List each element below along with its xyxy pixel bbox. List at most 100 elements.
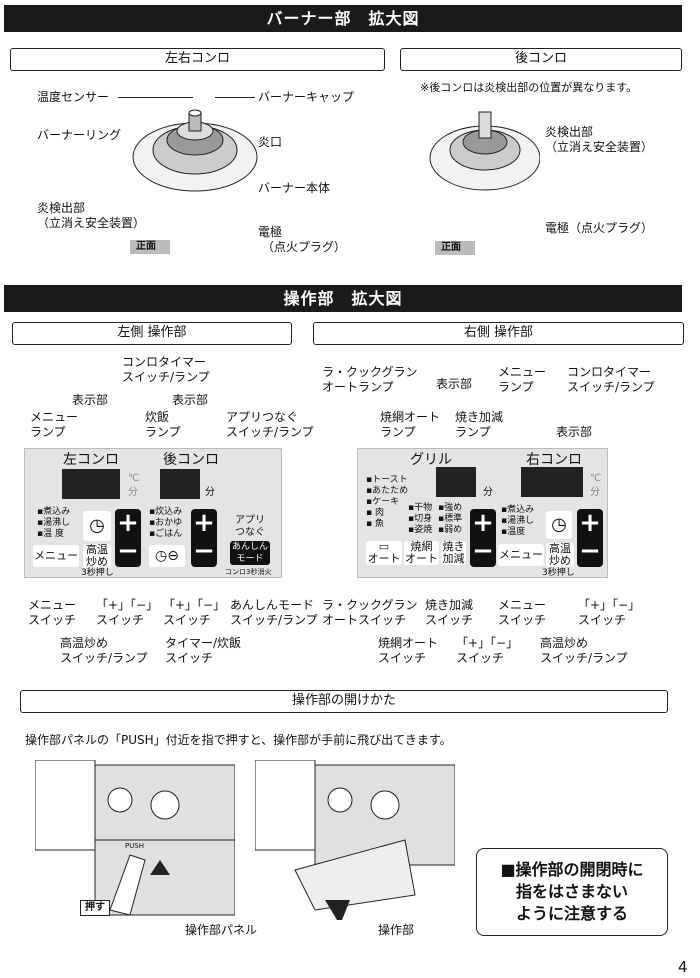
lacook-auto-button[interactable]: ▭オート xyxy=(366,540,402,565)
leader-line xyxy=(215,97,255,98)
rear-front-arrow: 正面 xyxy=(435,241,475,255)
left-timer-lamp-label: コンロタイマースイッチ/ランプ xyxy=(122,355,210,384)
rear-display xyxy=(160,469,200,499)
warning-line: ように注意する xyxy=(515,904,628,923)
rear-label-flame-detector: 炎検出部（立消え安全装置） xyxy=(545,125,654,154)
grill-auto-switch-label: 焼網オートスイッチ xyxy=(378,636,439,665)
opening-title: 操作部の開けかた xyxy=(20,690,668,713)
grill-auto-button[interactable]: 焼網オート xyxy=(404,540,439,565)
minute-unit-rear: 分 xyxy=(205,487,215,498)
label-flame-detector: 炎検出部（立消え安全装置） xyxy=(37,201,146,230)
left-right-burner-title: 左右コンロ xyxy=(10,48,385,71)
grill-display-label: 表示部 xyxy=(436,377,473,391)
doneness-lamp-list: ▪強め▪標準▪弱め xyxy=(438,503,463,535)
label-electrode: 電極 （点火プラグ） xyxy=(258,225,346,254)
right-display-label: 表示部 xyxy=(556,425,593,439)
left-menu-button[interactable]: メニュー xyxy=(33,545,79,567)
right-control-title: 右側 操作部 xyxy=(313,322,684,345)
grill-auto-lamp-label: 焼網オートランプ xyxy=(380,410,441,439)
label-burner-ring: バーナーリング xyxy=(37,128,122,142)
left-high-temp-button[interactable]: 高温炒め xyxy=(83,544,111,568)
opening-instruction: 操作部パネルの「PUSH」付近を指で押すと、操作部が手前に飛び出てきます。 xyxy=(25,733,452,747)
warning-line: 指をはさまない xyxy=(515,882,628,901)
left-rice-lamp-label: 炊飯ランプ xyxy=(145,410,181,439)
lacook-lamp-label: ラ・クックグランオートランプ xyxy=(322,365,418,394)
lacook-switch-label: ラ・クックグランオートスイッチ xyxy=(322,598,418,627)
right-menu-lamp-label: メニューランプ xyxy=(498,365,547,394)
right-high-temp-button[interactable]: 高温炒め xyxy=(546,543,574,567)
right-minute: 分 xyxy=(590,487,600,498)
left-display-label-1: 表示部 xyxy=(72,393,109,407)
grill-display xyxy=(436,467,476,497)
right-celsius: ℃ xyxy=(590,473,602,484)
right-pm-switch-label-1: 「+」「−」スイッチ xyxy=(578,598,641,627)
konro-3sec-label: コンロ3秒消火 xyxy=(225,568,272,576)
app-button[interactable]: アプリつなぐ xyxy=(235,515,265,538)
burner-illustration xyxy=(132,109,258,192)
front-arrow: 正面 xyxy=(130,240,170,254)
right-burner-label: 右コンロ xyxy=(526,452,582,468)
left-menu-lamp-label: メニューランプ xyxy=(30,410,79,439)
right-timer-button[interactable]: ◷ xyxy=(546,511,572,539)
right-control-panel: グリル 分 ▪トースト▪あたため▪ケーキ▪ 肉▪ 魚 ▪干物▪切身▪姿焼 ▪強め… xyxy=(357,448,608,578)
rear-plus-minus-button[interactable]: +− xyxy=(191,509,217,567)
left-control-panel: 左コンロ ℃ 分 ▪煮込み▪湯沸し▪温 度 ◷ +− メニュー 高温炒め 3秒押… xyxy=(24,448,282,578)
timer-rice-button[interactable]: ◷⊖ xyxy=(149,545,185,567)
right-menu-switch-label: メニュースイッチ xyxy=(498,598,547,627)
right-pm-switch-label-2: 「+」「−」スイッチ xyxy=(456,636,519,665)
left-burner-label: 左コンロ xyxy=(63,452,119,468)
timer-rice-switch-label: タイマー/炊飯スイッチ xyxy=(165,636,242,665)
rear-burner-title: 後コンロ xyxy=(400,48,682,71)
right-timer-lamp-label: コンロタイマースイッチ/ランプ xyxy=(567,365,655,394)
rear-burner-illustration xyxy=(429,111,540,191)
label-burner-body: バーナー本体 xyxy=(258,181,331,195)
rear-note: ※後コンロは炎検出部の位置が異なります。 xyxy=(420,81,638,94)
label-flame-port: 炎口 xyxy=(258,135,283,149)
lacook-lamp-list: ▪トースト▪あたため▪ケーキ▪ 肉▪ 魚 xyxy=(366,475,409,529)
anshin-switch-label: あんしんモードスイッチ/ランプ xyxy=(230,598,318,627)
panel-label: 操作部パネル xyxy=(185,923,258,937)
left-menu-switch-label: メニュースイッチ xyxy=(28,598,77,627)
open-panel-illustration xyxy=(255,760,455,920)
left-control-title: 左側 操作部 xyxy=(12,322,292,345)
left-app-lamp-label: アプリつなぐスイッチ/ランプ xyxy=(226,410,314,439)
right-hold-3sec: 3秒押し xyxy=(542,568,575,578)
grill-plus-minus-button[interactable]: +− xyxy=(470,509,496,567)
right-plus-minus-button[interactable]: +− xyxy=(577,509,603,567)
left-pm-switch-label-2: 「+」「−」スイッチ xyxy=(163,598,226,627)
left-high-temp-switch-label: 高温炒めスイッチ/ランプ xyxy=(60,636,148,665)
section-header-control: 操作部 拡大図 xyxy=(4,285,682,312)
doneness-switch-label: 焼き加減スイッチ xyxy=(425,598,474,627)
grill-auto-lamp-list: ▪干物▪切身▪姿焼 xyxy=(408,503,433,535)
left-display xyxy=(62,469,120,499)
timer-button[interactable]: ◷ xyxy=(83,511,111,541)
grill-label: グリル xyxy=(410,452,452,468)
warning-line: ■操作部の開閉時に xyxy=(500,860,644,879)
anshin-mode-button[interactable]: あんしんモード xyxy=(230,541,270,565)
left-pm-switch-label-1: 「+」「−」スイッチ xyxy=(96,598,159,627)
label-temp-sensor: 温度センサー xyxy=(37,90,110,104)
warning-box: ■操作部の開閉時に 指をはさまない ように注意する xyxy=(476,848,668,936)
grill-minute-unit: 分 xyxy=(483,487,493,498)
menu-lamp-list: ▪煮込み▪湯沸し▪温 度 xyxy=(37,507,71,539)
right-display xyxy=(521,467,583,497)
closed-panel-illustration xyxy=(35,760,235,916)
doneness-button[interactable]: 焼き加減 xyxy=(441,540,466,565)
page-number: 4 xyxy=(678,958,688,976)
push-tag: 押す xyxy=(80,900,110,916)
left-plus-minus-button[interactable]: +− xyxy=(115,509,141,567)
left-display-label-2: 表示部 xyxy=(172,393,209,407)
right-menu-lamp-list: ▪煮込み▪湯沸し▪温度 xyxy=(501,505,535,537)
celsius-unit: ℃ xyxy=(128,473,140,484)
unit-label: 操作部 xyxy=(378,923,415,937)
section-header-burner: バーナー部 拡大図 xyxy=(4,5,682,32)
right-high-temp-switch-label: 高温炒めスイッチ/ランプ xyxy=(540,636,628,665)
rice-lamp-list: ▪炊込み▪おかゆ▪ごはん xyxy=(149,507,183,539)
push-label: PUSH xyxy=(125,842,145,850)
minute-unit: 分 xyxy=(128,487,138,498)
doneness-lamp-label: 焼き加減ランプ xyxy=(455,410,504,439)
rear-label-electrode: 電極（点火プラグ） xyxy=(545,221,654,235)
hold-3sec: 3秒押し xyxy=(81,568,114,578)
leader-line xyxy=(118,97,193,98)
right-menu-button[interactable]: メニュー xyxy=(498,544,544,566)
